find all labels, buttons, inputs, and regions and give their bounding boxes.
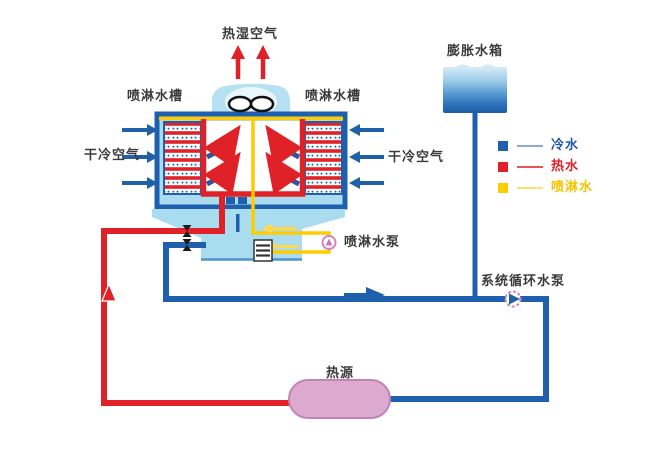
hot-flow-arrow-icon — [101, 282, 117, 302]
spray-water-pipe — [251, 119, 331, 254]
cold-water-line-icon — [517, 144, 543, 147]
hot-water-line-icon — [517, 165, 543, 168]
expansion-tank-label: 膨胀水箱 — [447, 44, 504, 59]
dry-cold-air-right-label: 干冷空气 — [388, 150, 445, 165]
hot-pipe-valve-icon — [182, 225, 192, 237]
spray-water-line-icon — [517, 186, 543, 189]
cold-pipe-valve-icon — [182, 239, 192, 251]
legend-label-spray-water: 喷淋水 — [551, 180, 594, 195]
spray-trough-left-label: 喷淋水槽 — [127, 89, 184, 104]
spray-pump-icon — [321, 235, 337, 250]
dry-cold-air-left-label: 干冷空气 — [84, 148, 141, 163]
suction-filter — [253, 239, 273, 262]
dry-air-arrows-right — [349, 124, 384, 189]
legend: 冷水 热水 喷淋水 — [498, 139, 593, 194]
legend-item-hot-water: 热水 — [498, 160, 593, 173]
cold-water-swatch-icon — [498, 140, 508, 151]
cooling-tower — [152, 84, 348, 261]
hot-humid-air-arrows — [231, 45, 270, 79]
spray-pump-label: 喷淋水泵 — [344, 235, 401, 250]
legend-item-cold-water: 冷水 — [498, 139, 593, 152]
hot-water-swatch-icon — [498, 161, 508, 172]
dry-air-arrows-left — [122, 124, 158, 189]
expansion-tank — [443, 64, 507, 300]
system-circulation-pump-icon — [504, 290, 522, 308]
spray-flow-arrow-upper-icon — [262, 223, 296, 234]
spray-trough-right-label: 喷淋水槽 — [305, 89, 362, 104]
hot-humid-air-label: 热湿空气 — [222, 27, 279, 42]
coil-bank-right — [304, 121, 343, 195]
coil-bank-left — [163, 121, 202, 195]
spray-water-swatch-icon — [498, 182, 508, 193]
system-circulation-pump-label: 系统循环水泵 — [481, 274, 566, 289]
heat-source-label: 热源 — [326, 366, 355, 381]
legend-label-cold-water: 冷水 — [551, 138, 580, 153]
basin-stub-left — [226, 197, 235, 204]
legend-label-hot-water: 热水 — [551, 159, 580, 174]
cold-flow-arrow-icon — [344, 287, 385, 302]
cold-water-pipe — [163, 242, 549, 402]
legend-item-spray-water: 喷淋水 — [498, 181, 593, 194]
basin-stub-right — [238, 197, 247, 204]
basin-level-mark — [236, 214, 240, 232]
heat-source-vessel — [288, 379, 391, 419]
hot-water-pipe — [101, 192, 290, 406]
fan-icon — [227, 95, 275, 113]
heat-rise-arrows — [203, 124, 303, 195]
